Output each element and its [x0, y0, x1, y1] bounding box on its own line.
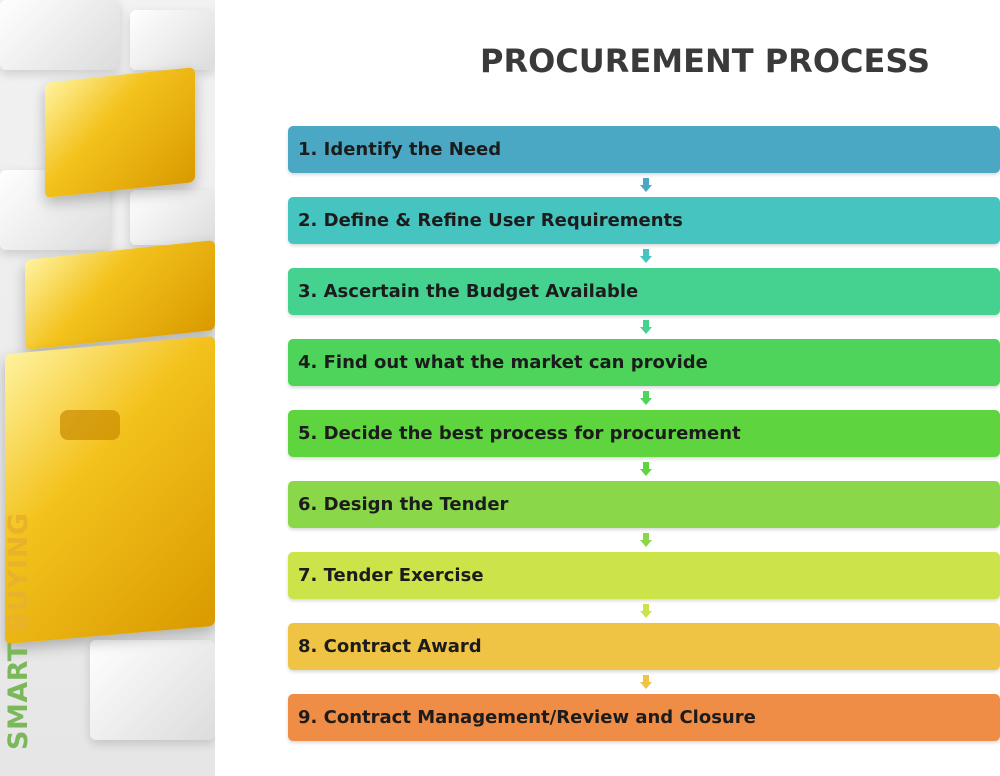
process-step-label: 4. Find out what the market can provide — [298, 352, 708, 373]
step-connector — [288, 457, 1000, 481]
puzzle-piece-icon — [60, 410, 120, 440]
gold-cube — [45, 67, 195, 198]
process-steps: 1. Identify the Need 2. Define & Refine U… — [288, 126, 1000, 741]
process-step-5: 5. Decide the best process for procureme… — [288, 410, 1000, 457]
process-step-2: 2. Define & Refine User Requirements — [288, 197, 1000, 244]
side-label: SMART BUYING — [3, 513, 34, 750]
gold-cube — [5, 335, 215, 645]
step-connector — [288, 244, 1000, 268]
process-step-4: 4. Find out what the market can provide — [288, 339, 1000, 386]
white-block — [130, 10, 215, 70]
process-step-label: 7. Tender Exercise — [298, 565, 484, 586]
process-step-1: 1. Identify the Need — [288, 126, 1000, 173]
side-label-word1: SMART — [3, 642, 34, 750]
white-block — [90, 640, 215, 740]
step-connector — [288, 670, 1000, 694]
side-label-word2: BUYING — [3, 512, 34, 633]
process-step-7: 7. Tender Exercise — [288, 552, 1000, 599]
arrow-down-icon — [640, 462, 652, 476]
process-step-label: 9. Contract Management/Review and Closur… — [298, 707, 756, 728]
page-title: PROCUREMENT PROCESS — [480, 42, 931, 80]
arrow-down-icon — [640, 178, 652, 192]
process-step-label: 6. Design the Tender — [298, 494, 509, 515]
step-connector — [288, 173, 1000, 197]
process-step-label: 8. Contract Award — [298, 636, 482, 657]
process-step-label: 5. Decide the best process for procureme… — [298, 423, 741, 444]
process-step-3: 3. Ascertain the Budget Available — [288, 268, 1000, 315]
step-connector — [288, 528, 1000, 552]
white-block — [0, 0, 120, 70]
process-step-6: 6. Design the Tender — [288, 481, 1000, 528]
arrow-down-icon — [640, 249, 652, 263]
process-step-8: 8. Contract Award — [288, 623, 1000, 670]
arrow-down-icon — [640, 604, 652, 618]
arrow-down-icon — [640, 533, 652, 547]
white-block — [130, 190, 215, 245]
step-connector — [288, 386, 1000, 410]
process-step-label: 2. Define & Refine User Requirements — [298, 210, 683, 231]
step-connector — [288, 315, 1000, 339]
arrow-down-icon — [640, 675, 652, 689]
process-step-label: 3. Ascertain the Budget Available — [298, 281, 639, 302]
step-connector — [288, 599, 1000, 623]
arrow-down-icon — [640, 320, 652, 334]
process-step-label: 1. Identify the Need — [298, 139, 502, 160]
side-image — [0, 0, 215, 776]
process-step-9: 9. Contract Management/Review and Closur… — [288, 694, 1000, 741]
arrow-down-icon — [640, 391, 652, 405]
gold-cube — [25, 240, 215, 350]
